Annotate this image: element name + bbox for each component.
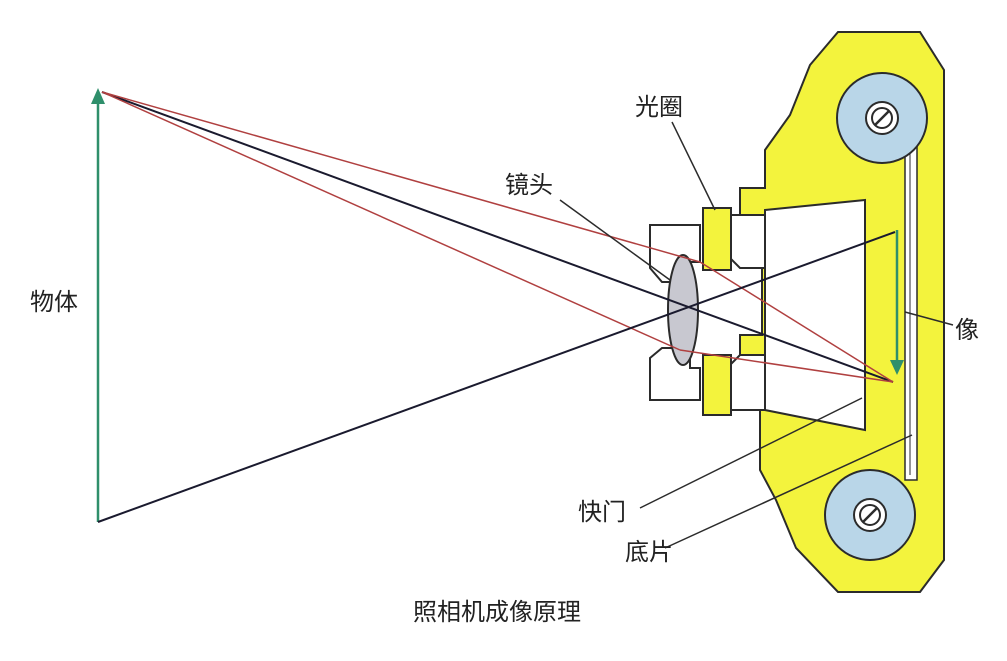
ray-red-bottom (101, 91, 681, 351)
ray-red-bottom-refracted (679, 349, 894, 383)
ray-bottom-dark (97, 231, 896, 523)
top-roller (836, 72, 928, 164)
ray-center-dark (101, 91, 894, 383)
label-lens: 镜头 (505, 171, 553, 199)
aperture-ring-upper (702, 207, 732, 271)
ray-red-top (101, 91, 701, 263)
leader-lines (559, 121, 954, 549)
camera-chamber (764, 198, 866, 432)
object-arrow (91, 88, 105, 522)
film-strip (904, 139, 918, 481)
diagram-caption: 照相机成像原理 (413, 598, 581, 626)
shutter-leader (639, 397, 863, 509)
lens-barrel (649, 207, 766, 416)
lens-leader (559, 199, 671, 281)
aperture-leader (671, 121, 716, 211)
label-image: 像 (955, 316, 979, 344)
image-arrow (890, 230, 904, 375)
film-leader (664, 434, 913, 549)
label-aperture: 光圈 (635, 93, 683, 121)
image-leader (904, 311, 954, 326)
camera-body (739, 31, 945, 593)
bottom-roller (824, 469, 916, 561)
light-rays (97, 91, 896, 523)
label-film: 底片 (625, 538, 673, 566)
aperture-ring-lower (702, 354, 732, 416)
label-shutter: 快门 (578, 498, 626, 526)
label-object: 物体 (30, 288, 78, 316)
ray-red-top-refracted (699, 261, 894, 383)
